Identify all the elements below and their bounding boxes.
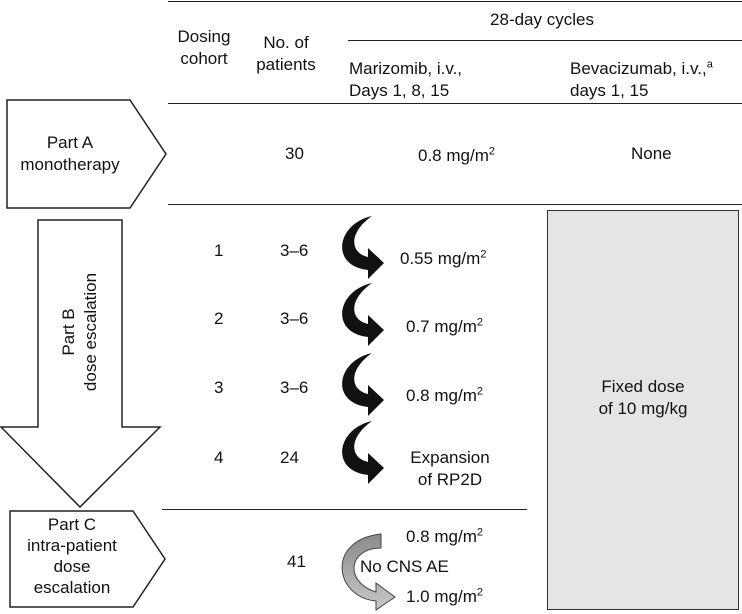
part-a-arrow-shape	[6, 99, 167, 209]
part-c-arrow-shape	[9, 510, 166, 608]
gray-curved-arrow	[341, 533, 396, 611]
part-c-condition: No CNS AE	[360, 557, 449, 576]
part-a-patients: 30	[285, 144, 304, 163]
curved-arrow-3	[342, 353, 384, 416]
curved-arrow-4	[342, 421, 384, 484]
fixed-dose-box	[547, 210, 739, 610]
cohort-1: 1	[214, 241, 224, 260]
cycles-rule	[348, 40, 742, 41]
part-a-rule	[168, 204, 742, 205]
curved-arrow-1	[342, 216, 384, 279]
patients-4: 24	[280, 448, 299, 467]
top-rule	[168, 1, 742, 2]
part-c-patients: 41	[287, 552, 306, 571]
cohort-2: 2	[214, 309, 224, 328]
patients-2: 3–6	[280, 309, 309, 328]
part-c-rule	[162, 509, 527, 510]
cohort-4: 4	[214, 448, 224, 467]
header-bevacizumab: Bevacizumab, i.v.,a days 1, 15	[570, 58, 713, 100]
dose-2: 0.7 mg/m2	[406, 316, 483, 336]
patients-3: 3–6	[280, 378, 309, 397]
header-rule	[168, 103, 742, 104]
header-marizomib: Marizomib, i.v.,Days 1, 8, 15	[349, 59, 463, 100]
header-cycles: 28-day cycles	[490, 10, 594, 29]
dose-3: 0.8 mg/m2	[406, 385, 483, 405]
part-a-bev: None	[631, 144, 672, 163]
part-a-dose: 0.8 mg/m2	[418, 145, 495, 165]
dose-1: 0.55 mg/m2	[400, 248, 487, 268]
cohort-3: 3	[214, 378, 224, 397]
curved-arrow-2	[342, 283, 384, 346]
part-b-arrow-shape	[0, 219, 162, 509]
part-c-dose-end: 1.0 mg/m2	[406, 586, 483, 606]
part-c-dose-start: 0.8 mg/m2	[406, 526, 483, 546]
patients-1: 3–6	[280, 241, 309, 260]
escalation-arrows	[342, 216, 384, 484]
